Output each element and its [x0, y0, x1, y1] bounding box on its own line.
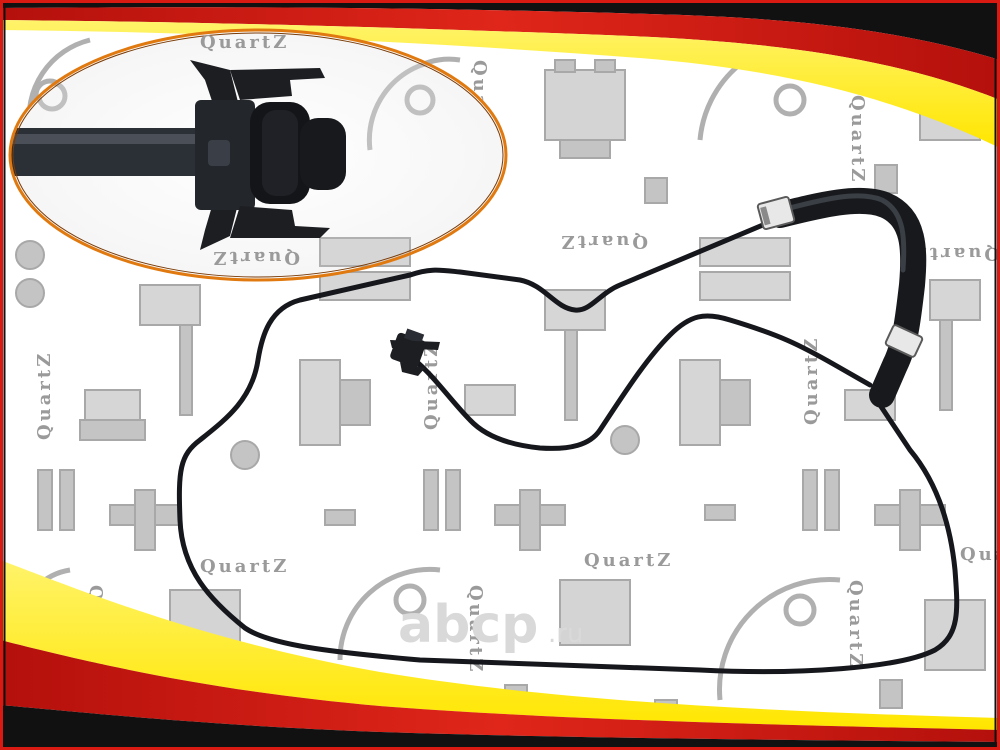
wm-brand-12: QuartZ: [584, 550, 673, 571]
wm-brand-10: QuartZ: [801, 336, 822, 425]
wm-brand-13: QuartZ: [960, 544, 1000, 565]
wm-brand-15: QuartZ: [465, 585, 486, 674]
wm-brand-4: QuartZ: [911, 243, 1000, 264]
wm-brand-2: QuartZ: [559, 231, 648, 252]
quick-connector: [390, 328, 440, 376]
wm-brand-11: QuartZ: [200, 556, 289, 577]
hose-thin-outer-loop: [176, 219, 960, 675]
site-watermark-name: abcp: [398, 595, 538, 655]
wm-brand-9: QuartZ: [421, 341, 442, 430]
hose-thin-inner-branch: [405, 313, 873, 451]
inset-brand-bottom: QuartZ: [211, 247, 300, 268]
hose-clamps: [756, 195, 924, 358]
site-watermark: abcp .ru: [398, 595, 583, 655]
wm-brand-16: QuartZ: [845, 580, 866, 669]
inset-brand-top: QuartZ: [200, 32, 289, 53]
wm-brand-8: QuartZ: [34, 351, 55, 440]
site-watermark-suffix: .ru: [548, 619, 583, 649]
connector-closeup-inset: QuartZ QuartZ: [8, 28, 508, 282]
wm-brand-7: QuartZ: [847, 95, 868, 184]
